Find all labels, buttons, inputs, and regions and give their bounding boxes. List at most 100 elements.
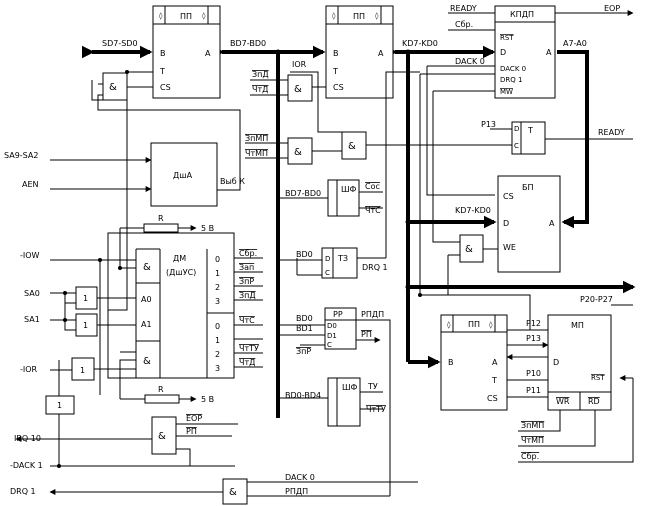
rr-pin-c: C xyxy=(327,341,332,349)
pp2-symbol-right: ◊ xyxy=(375,12,379,20)
svg-text:&: & xyxy=(158,431,166,442)
bp-pin-a: A xyxy=(549,219,555,228)
label-tu: ТУ xyxy=(367,382,378,391)
or-gate-sa0: 1 xyxy=(75,286,98,310)
label-zpd-dm: ЗпД xyxy=(239,291,256,300)
dm-block: ДМ (ДшУС) & A0 A1 & 0 1 2 3 0 1 2 3 xyxy=(107,232,235,379)
pp2-pin-t: T xyxy=(332,67,338,76)
svg-text:R: R xyxy=(158,385,164,394)
shf2-block: ШФ xyxy=(327,377,361,427)
or-gate-ior: 1 xyxy=(71,357,95,381)
or-gate-sa1: 1 xyxy=(75,313,98,337)
rr-block: РР D0 D1 C xyxy=(324,307,357,350)
dm-out-0b: 0 xyxy=(215,322,220,331)
label-vybk: Выб К xyxy=(220,177,245,186)
dm-title: ДМ xyxy=(173,254,186,263)
and-gate-irq: & xyxy=(151,416,177,455)
svg-text:1: 1 xyxy=(83,294,88,303)
bp-title: БП xyxy=(522,183,534,192)
rr-title: РР xyxy=(333,310,343,319)
label-zap: Зап xyxy=(239,263,254,272)
tz-block: ТЗ D C xyxy=(321,247,358,279)
dm-and-top: & xyxy=(143,262,151,273)
label-p10: P10 xyxy=(526,369,541,378)
label-bd04: BD0-BD4 xyxy=(285,391,321,400)
rr-pin-d0: D0 xyxy=(327,322,337,330)
pp1-title: ПП xyxy=(180,12,192,21)
and-gate-pp1-cs: & xyxy=(102,72,128,101)
pp1-symbol-right: ◊ xyxy=(202,12,206,20)
svg-text:1: 1 xyxy=(80,366,85,375)
bp-block: БП CS D A WE xyxy=(497,175,561,273)
pp2-title: ПП xyxy=(353,12,365,21)
a7-bus xyxy=(557,50,589,229)
pp1-pin-t: T xyxy=(159,67,165,76)
pp3-pin-cs: CS xyxy=(487,394,498,403)
and-gate-ior: & xyxy=(287,74,313,102)
label-dack0-bottom: DACK 0 xyxy=(285,473,315,482)
pp3-pin-b: B xyxy=(448,358,454,367)
bp-pin-we: WE xyxy=(503,243,516,252)
label-dack1: -DACK 1 xyxy=(10,461,43,470)
label-aen: AEN xyxy=(22,180,39,189)
kpdp-pin-a: A xyxy=(546,48,552,57)
label-eop-out: EOP xyxy=(604,4,620,13)
label-ior-top: IOR xyxy=(292,60,307,69)
dm-pin-a0: A0 xyxy=(141,295,152,304)
dm-out-3b: 3 xyxy=(215,364,220,373)
label-sbr-top: Сбр. xyxy=(455,20,473,29)
pp3-pin-t: T xyxy=(491,376,497,385)
label-sbr-mp: Сбр. xyxy=(521,452,539,461)
label-zpr-rr: ЗпР xyxy=(296,347,311,356)
svg-text:5 В: 5 В xyxy=(201,224,214,233)
kpdp-block: КПДП D A DACK 0 DRQ 1 MW RST xyxy=(494,5,556,99)
label-dack0-top: DACK 0 xyxy=(455,57,485,66)
junctions xyxy=(57,49,422,468)
pp2-pin-cs: CS xyxy=(333,83,344,92)
label-kd: KD7-KD0 xyxy=(402,39,438,48)
dsha-title: ДшА xyxy=(173,171,193,180)
mp-pin-rd: RD xyxy=(588,397,600,406)
label-eop-in: EOP xyxy=(186,414,202,423)
kpdp-pin-mw: MW xyxy=(500,88,513,96)
svg-text:R: R xyxy=(158,214,164,223)
tz-pin-c: C xyxy=(325,269,330,277)
label-p11: P11 xyxy=(526,386,541,395)
label-bd1-rr: BD1 xyxy=(296,324,313,333)
dm-subtitle: (ДшУС) xyxy=(166,268,196,277)
label-bd0-tz: BD0 xyxy=(296,250,313,259)
pp3-pin-a: A xyxy=(492,358,498,367)
label-p13-top: P13 xyxy=(481,120,496,129)
label-rpdp: РПДП xyxy=(361,310,384,319)
label-a7: A7-A0 xyxy=(563,39,587,48)
label-ready-out: READY xyxy=(598,128,625,137)
svg-text:&: & xyxy=(294,84,302,95)
label-chtu-shf: ЧтТУ xyxy=(366,405,386,414)
svg-text:5 В: 5 В xyxy=(201,395,214,404)
pp1-pin-a: A xyxy=(205,49,211,58)
label-ready-top: READY xyxy=(450,4,477,13)
label-chtmp: ЧтМП xyxy=(245,149,268,158)
shf1-block: ШФ xyxy=(327,179,360,217)
t-trigger-pin-d: D xyxy=(514,125,519,133)
kpdp-pin-dack: DACK 0 xyxy=(500,65,526,73)
label-sbr-dm: Сбр. xyxy=(239,249,257,258)
dm-out-0a: 0 xyxy=(215,255,220,264)
mp-block: МП D RST WR RD xyxy=(547,314,612,411)
pp2-symbol-left: ◊ xyxy=(332,12,336,20)
and-gate-combine: & xyxy=(341,131,367,160)
dm-and-bottom: & xyxy=(143,356,151,367)
and-gate-we: & xyxy=(459,234,484,263)
pp2-pin-b: B xyxy=(333,49,339,58)
svg-text:&: & xyxy=(348,141,356,152)
or-gate-bottom: 1 xyxy=(45,395,75,415)
rr-pin-d1: D1 xyxy=(327,332,337,340)
t-trigger-title: T xyxy=(527,126,533,135)
pp3-symbol-left: ◊ xyxy=(447,321,451,329)
mp-pin-rst: RST xyxy=(591,374,605,382)
shf2-title: ШФ xyxy=(342,383,358,392)
dm-pin-a1: A1 xyxy=(141,320,152,329)
label-chts-dm: ЧтС xyxy=(239,316,255,325)
tz-pin-d: D xyxy=(325,255,330,263)
